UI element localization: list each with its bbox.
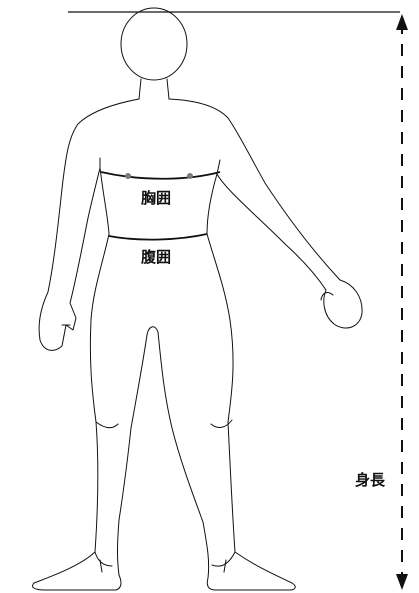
height-label: 身長 [355,471,386,489]
chest-line [101,172,220,179]
right-hand-thumb [321,293,333,300]
right-foot-detail [212,552,235,566]
arrow-down-icon [396,574,408,590]
human-figure [32,8,362,590]
right-ankle [224,560,226,572]
waist-label: 腹囲 [141,248,171,266]
chest-label: 胸囲 [141,189,171,207]
left-foot-detail [95,552,112,566]
right-knee [211,420,232,427]
head [121,8,187,80]
arrow-up-icon [396,14,408,30]
body-outline [32,99,362,590]
chest-marker-left [125,173,131,179]
chest-marker-right [187,173,193,179]
left-knee [96,422,118,428]
waist-line [109,234,207,240]
neck [139,79,169,99]
